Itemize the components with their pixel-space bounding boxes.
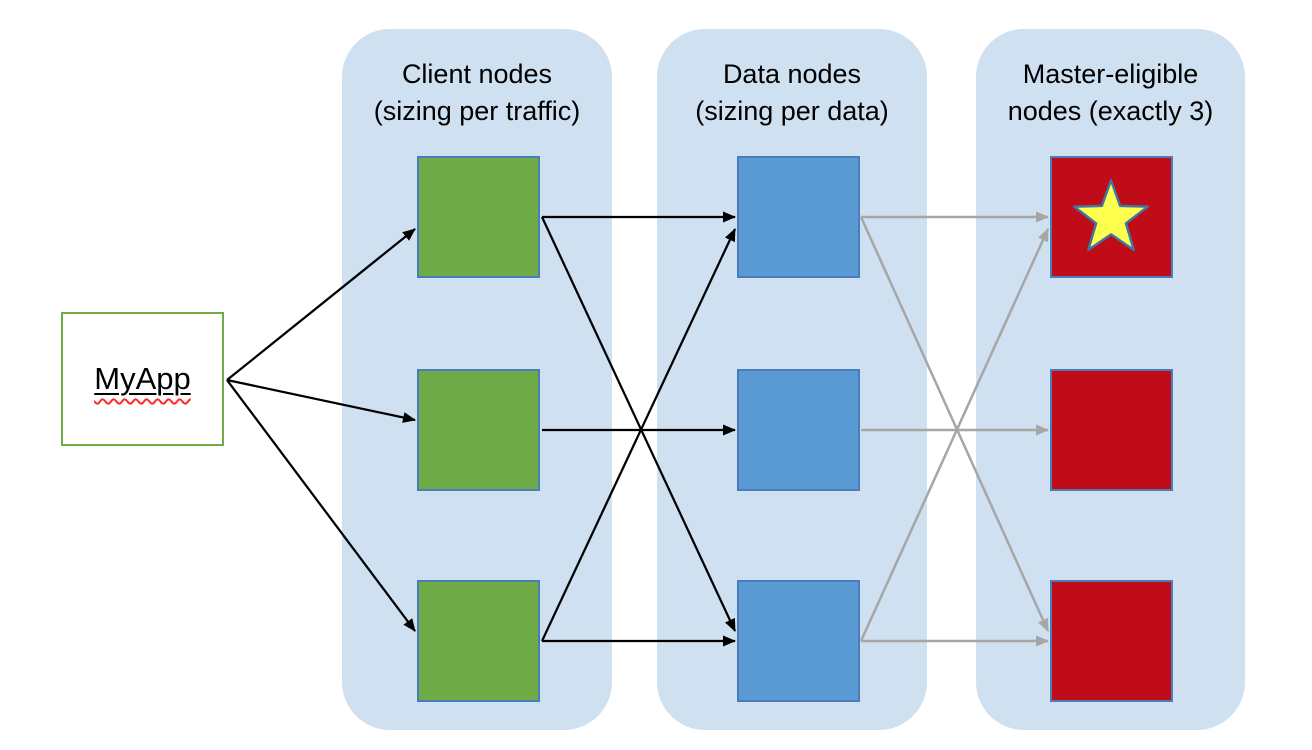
data-node-1: [737, 156, 860, 278]
client-node-2: [417, 369, 540, 491]
client-node-1: [417, 156, 540, 278]
myapp-label: MyApp: [94, 361, 190, 397]
master-node-1: [1050, 156, 1173, 278]
client-nodes-title-line2: (sizing per traffic): [373, 96, 581, 126]
elected-master-star-icon: [1073, 179, 1149, 252]
data-nodes-title-line2: (sizing per data): [695, 96, 889, 126]
master-nodes-column-title: Master-eligible nodes (exactly 3): [976, 56, 1245, 130]
master-nodes-title-line1: Master-eligible: [1022, 59, 1199, 89]
master-node-2: [1050, 369, 1173, 491]
master-nodes-title-line2: nodes (exactly 3): [1007, 96, 1214, 126]
client-node-3: [417, 580, 540, 702]
data-nodes-title-line1: Data nodes: [722, 59, 862, 89]
client-nodes-title-line1: Client nodes: [401, 59, 553, 89]
myapp-spellcheck-underline: MyApp: [94, 361, 191, 396]
myapp-node: MyApp: [61, 312, 224, 446]
master-node-3: [1050, 580, 1173, 702]
data-node-3: [737, 580, 860, 702]
data-node-2: [737, 369, 860, 491]
data-nodes-column-title: Data nodes (sizing per data): [657, 56, 927, 130]
client-nodes-column-title: Client nodes (sizing per traffic): [342, 56, 612, 130]
